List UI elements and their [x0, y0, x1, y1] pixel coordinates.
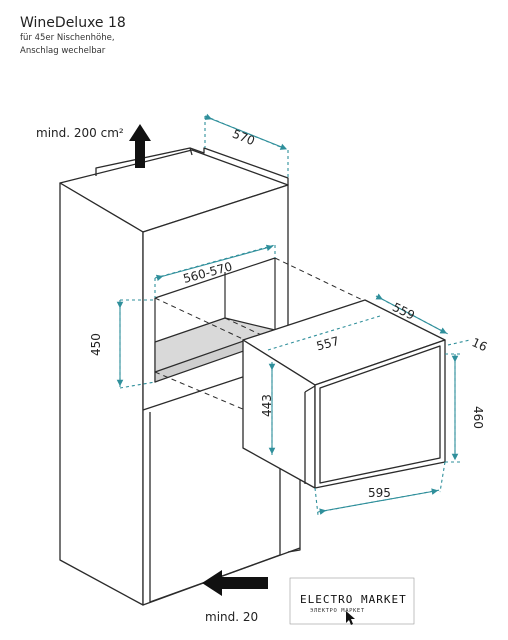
- subtitle-line-2: Anschlag wechelbar: [20, 46, 106, 56]
- header: WineDeluxe 18 für 45er Nischenhöhe, Ansc…: [20, 14, 126, 58]
- dim-appliance-top-width: 557: [315, 334, 341, 353]
- dimension-arrowheads: [116, 113, 459, 515]
- watermark: ELECTRO MARKET ЭЛЕКТРО МАРКЕТ: [289, 577, 415, 625]
- dim-cabinet-depth: 570: [230, 127, 256, 149]
- watermark-name: ELECTRO MARKET: [300, 593, 407, 606]
- dim-front-height: 460: [471, 406, 485, 429]
- appliance-door-frame: [319, 345, 441, 484]
- arrow-up-icon: [129, 124, 151, 168]
- cursor-icon: [346, 611, 355, 625]
- cabinet-top-ledge: [95, 147, 289, 185]
- dim-front-width: 595: [368, 486, 391, 500]
- dim-door-offset: 16: [470, 335, 490, 354]
- airflow-arrows: [129, 124, 268, 596]
- airflow-bottom-label: mind. 20: [205, 610, 258, 624]
- cabinet-left-side: [59, 182, 144, 606]
- appliance: [242, 299, 446, 489]
- airflow-top-label: mind. 200 cm²: [36, 126, 124, 140]
- watermark-tagline: ЭЛЕКТРО МАРКЕТ: [310, 608, 365, 614]
- product-title: WineDeluxe 18: [20, 15, 126, 31]
- dim-appliance-height: 443: [260, 394, 274, 417]
- dim-niche-height: 450: [89, 333, 103, 356]
- arrow-left-icon: [202, 570, 268, 596]
- subtitle-line-1: für 45er Nischenhöhe,: [20, 33, 115, 43]
